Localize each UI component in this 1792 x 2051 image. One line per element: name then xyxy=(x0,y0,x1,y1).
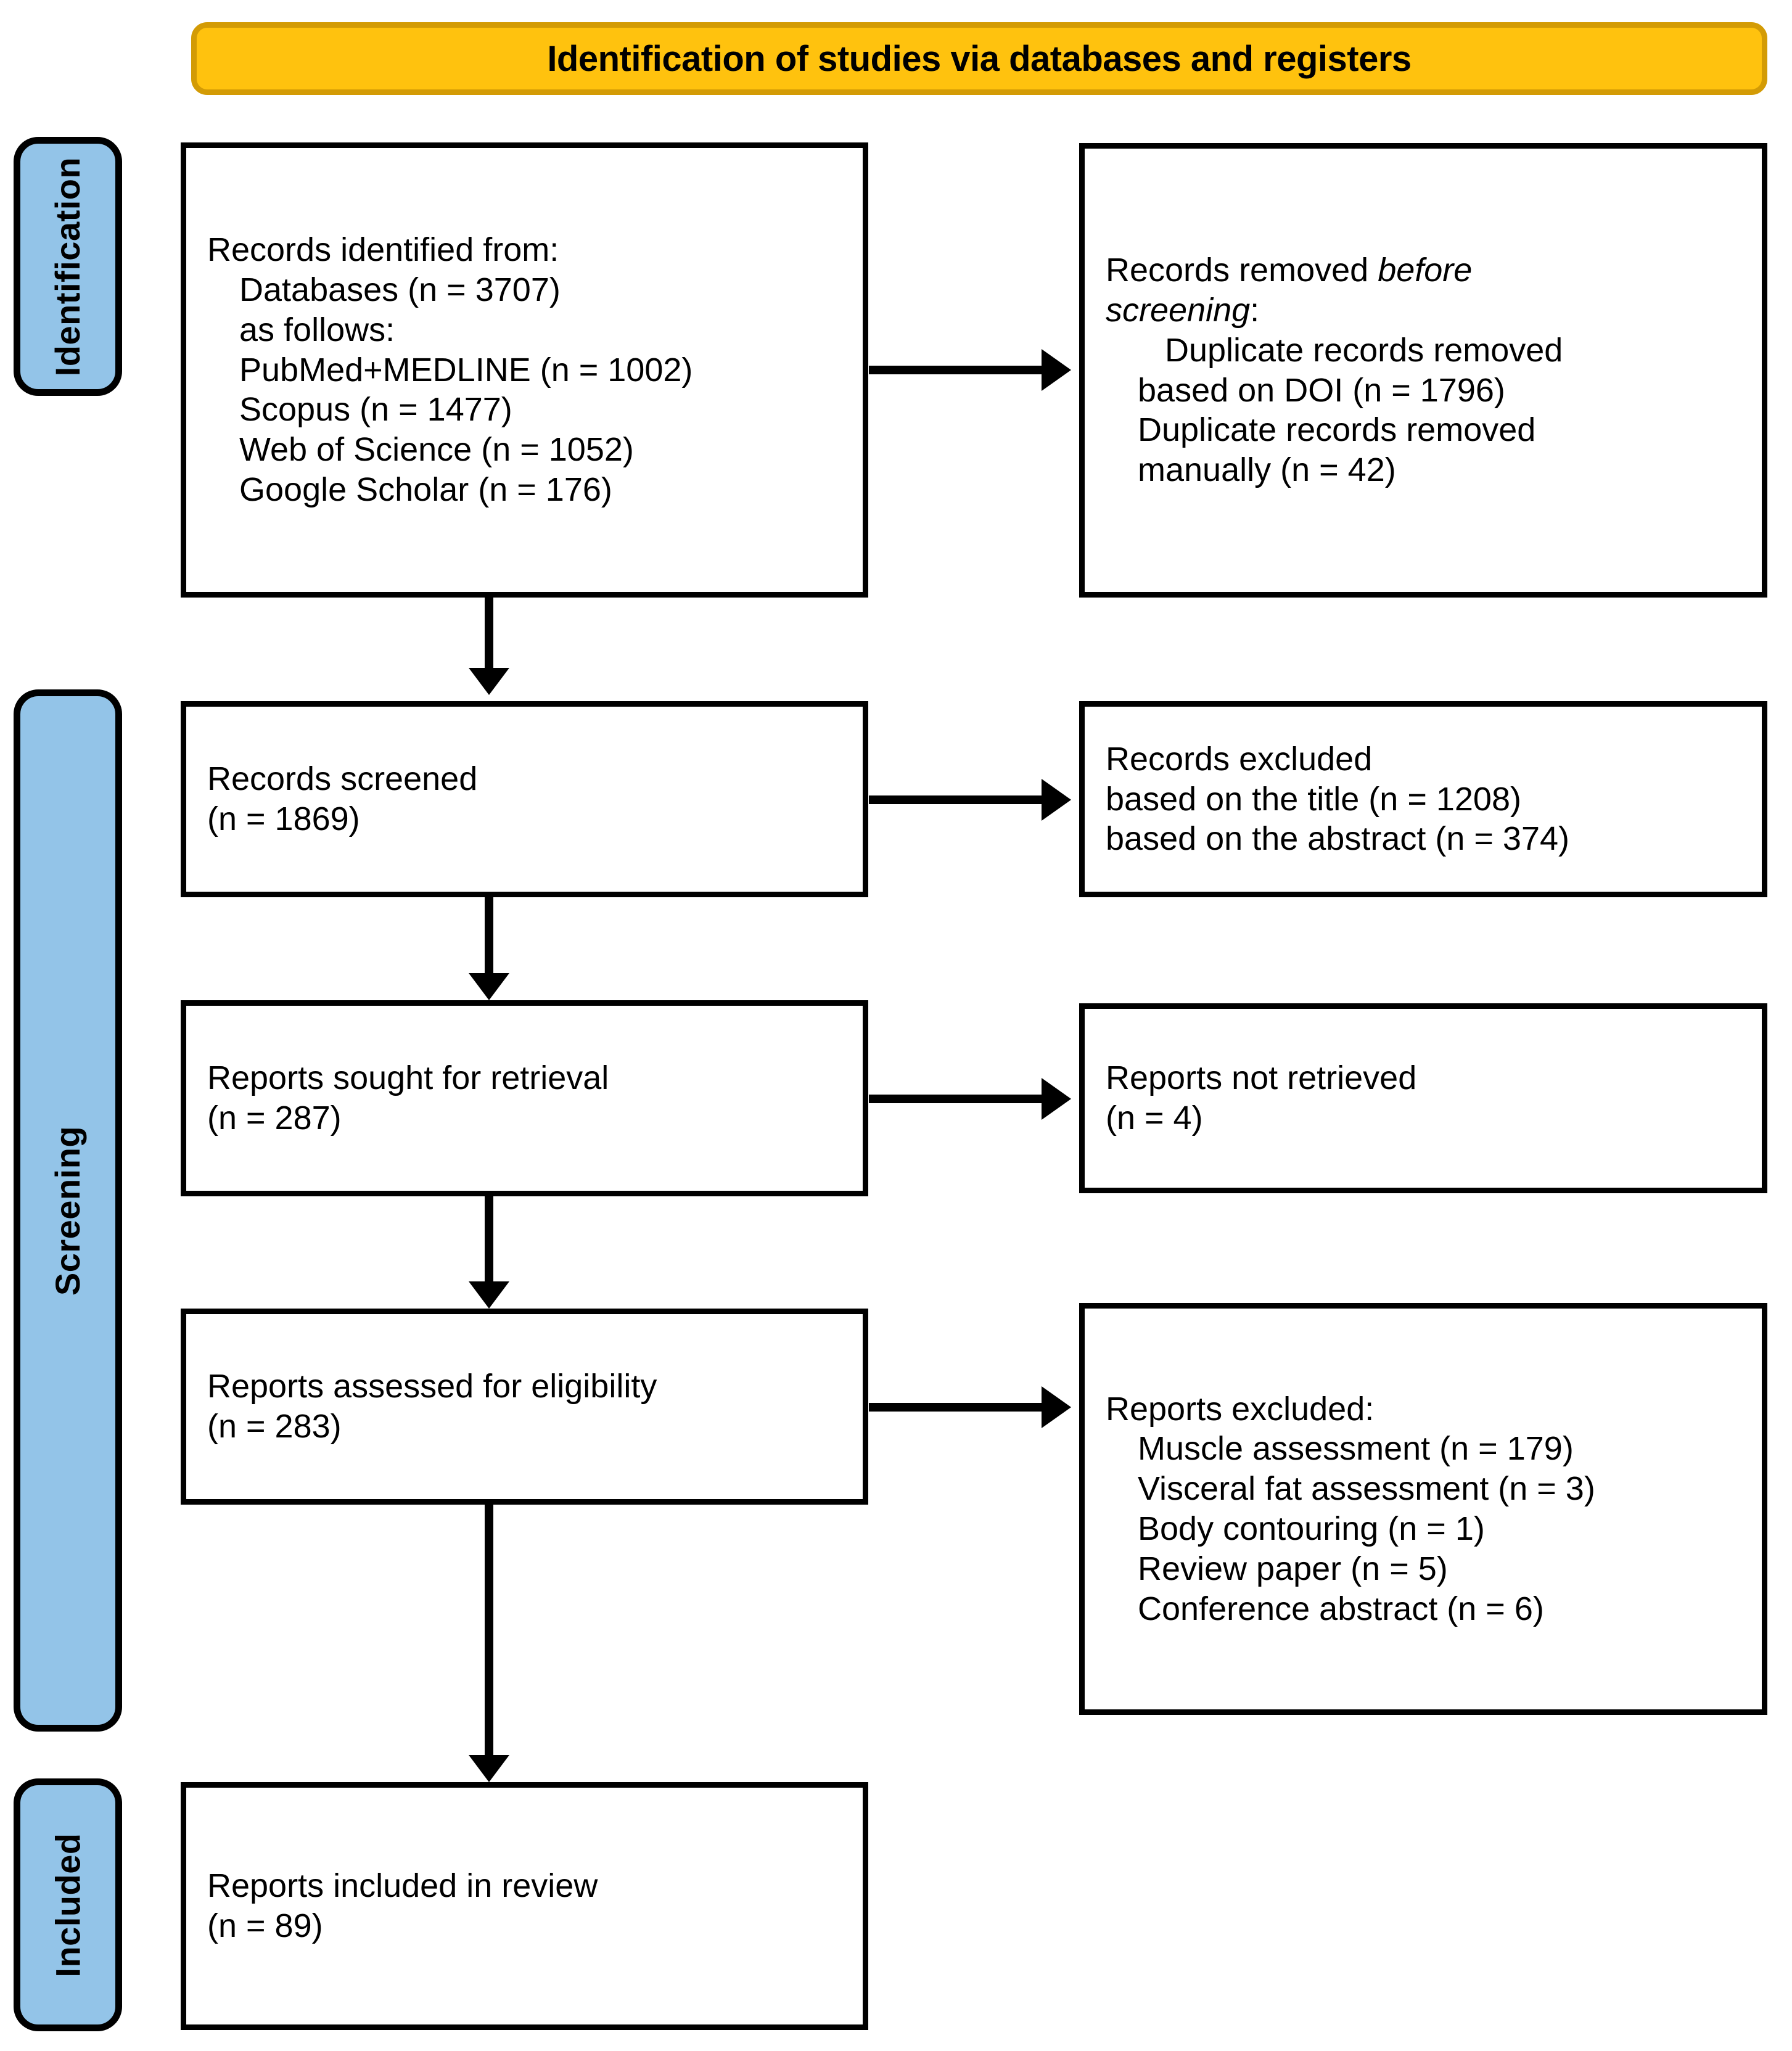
node-reports-sought-for-retrieval: Reports sought for retrieval (n = 287) xyxy=(181,1000,868,1196)
records-identified-line-7: Google Scholar (n = 176) xyxy=(239,471,612,508)
records-identified-line-6: Web of Science (n = 1052) xyxy=(239,431,634,469)
diagram-title: Identification of studies via databases … xyxy=(547,38,1412,79)
diagram-header-banner: Identification of studies via databases … xyxy=(191,22,1767,95)
phase-label-identification: Identification xyxy=(14,137,122,396)
phase-label-included: Included xyxy=(14,1778,122,2031)
reports-excluded-reason-3: Body contouring (n = 1) xyxy=(1138,1510,1485,1547)
records-excluded-line-1: Records excluded xyxy=(1106,740,1373,778)
records-identified-line-3: as follows: xyxy=(239,311,395,348)
records-removed-line-5: Duplicate records removed xyxy=(1138,411,1536,449)
records-removed-line-6: manually (n = 42) xyxy=(1138,451,1396,489)
reports-included-line-2: (n = 89) xyxy=(207,1907,323,1944)
arrow-down-assessed-to-included xyxy=(485,1505,493,1756)
node-records-identified: Records identified from: Databases (n = … xyxy=(181,142,868,598)
records-identified-line-4: PubMed+MEDLINE (n = 1002) xyxy=(239,351,693,388)
arrow-right-assessed-to-excluded xyxy=(869,1403,1042,1412)
reports-sought-line-2: (n = 287) xyxy=(207,1099,342,1136)
phase-label-included-text: Included xyxy=(48,1832,88,1978)
phase-label-identification-text: Identification xyxy=(48,157,88,376)
records-removed-line-1: Records removed before xyxy=(1106,250,1741,290)
node-records-screened: Records screened (n = 1869) xyxy=(181,701,868,897)
phase-label-screening-text: Screening xyxy=(48,1125,88,1296)
reports-assessed-line-2: (n = 283) xyxy=(207,1408,342,1445)
phase-label-screening: Screening xyxy=(14,689,122,1732)
reports-excluded-heading: Reports excluded: xyxy=(1106,1390,1375,1428)
reports-excluded-reason-1: Muscle assessment (n = 179) xyxy=(1138,1430,1574,1468)
arrow-down-sought-to-assessed xyxy=(485,1196,493,1283)
records-screened-line-2: (n = 1869) xyxy=(207,800,360,837)
reports-not-retrieved-line-2: (n = 4) xyxy=(1106,1099,1203,1136)
records-screened-line-1: Records screened xyxy=(207,760,478,798)
records-identified-line-1: Records identified from: xyxy=(207,231,559,269)
reports-not-retrieved-line-1: Reports not retrieved xyxy=(1106,1059,1417,1097)
records-removed-line-3: Duplicate records removed xyxy=(1165,331,1563,369)
arrow-down-screened-to-sought xyxy=(485,897,493,974)
reports-included-line-1: Reports included in review xyxy=(207,1867,598,1905)
records-removed-line-4: based on DOI (n = 1796) xyxy=(1138,371,1505,409)
records-removed-line-1b: before xyxy=(1378,252,1473,289)
arrow-right-screened-to-excluded xyxy=(869,795,1042,804)
reports-excluded-reason-5: Conference abstract (n = 6) xyxy=(1138,1590,1544,1627)
reports-excluded-reason-2: Visceral fat assessment (n = 3) xyxy=(1138,1470,1595,1508)
records-identified-line-5: Scopus (n = 1477) xyxy=(239,391,512,429)
records-removed-line-2: screening: xyxy=(1106,290,1741,331)
records-excluded-line-2: based on the title (n = 1208) xyxy=(1106,780,1521,818)
reports-assessed-line-1: Reports assessed for eligibility xyxy=(207,1368,657,1405)
node-reports-assessed-for-eligibility: Reports assessed for eligibility (n = 28… xyxy=(181,1309,868,1505)
node-reports-not-retrieved: Reports not retrieved (n = 4) xyxy=(1079,1003,1767,1193)
node-records-excluded-screening: Records excluded based on the title (n =… xyxy=(1079,701,1767,897)
node-records-removed-before-screening: Records removed before screening: Duplic… xyxy=(1079,143,1767,598)
records-removed-line-2a: screening xyxy=(1106,291,1251,329)
records-removed-line-1a: Records removed xyxy=(1106,252,1378,289)
reports-excluded-reason-4: Review paper (n = 5) xyxy=(1138,1550,1448,1587)
node-reports-included-in-review: Reports included in review (n = 89) xyxy=(181,1782,868,2030)
records-removed-line-2b: : xyxy=(1250,291,1260,329)
arrow-right-identified-to-removed xyxy=(869,366,1042,374)
reports-sought-line-1: Reports sought for retrieval xyxy=(207,1059,609,1097)
arrow-down-identified-to-screened xyxy=(485,598,493,669)
arrow-right-sought-to-not-retrieved xyxy=(869,1095,1042,1103)
records-identified-line-2: Databases (n = 3707) xyxy=(239,271,561,308)
records-excluded-line-3: based on the abstract (n = 374) xyxy=(1106,820,1569,858)
node-reports-excluded: Reports excluded: Muscle assessment (n =… xyxy=(1079,1303,1767,1715)
